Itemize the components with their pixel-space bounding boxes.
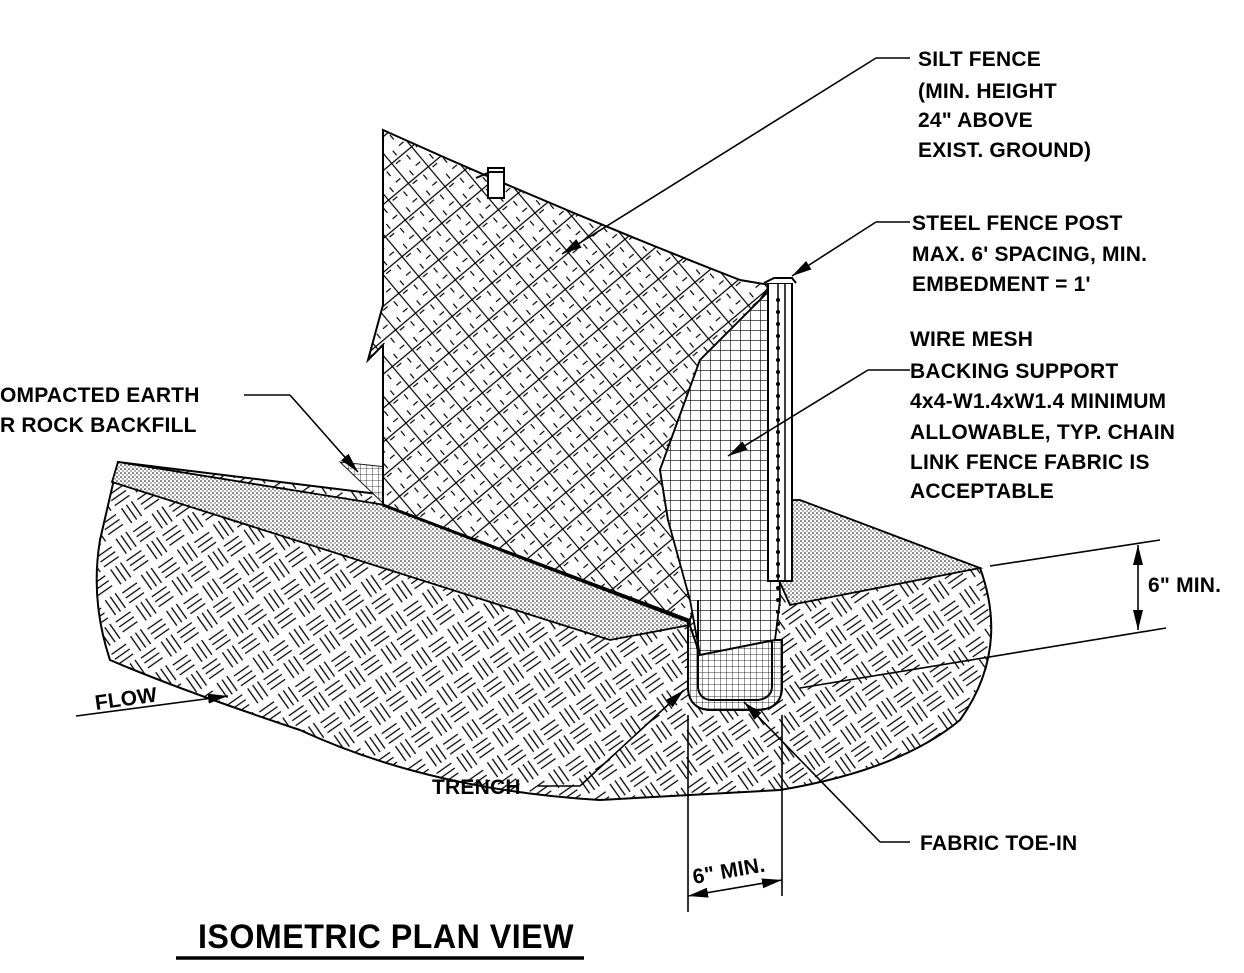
post-rivet-dot [776,622,780,626]
post-rivet-dot [776,382,780,386]
post-rivet-dot [776,322,780,326]
svg-text:ACCEPTABLE: ACCEPTABLE [910,480,1054,503]
post-rivet-dot [776,430,780,434]
label-silt-fence: SILT FENCE (MIN. HEIGHT 24" ABOVE EXIST.… [918,48,1091,162]
post-rivet-dot [776,394,780,398]
post-rivet-dot [776,610,780,614]
post-rivet-dot [776,310,780,314]
svg-text:ALLOWABLE, TYP. CHAIN: ALLOWABLE, TYP. CHAIN [910,421,1175,444]
post-rivet-dot [776,370,780,374]
post-rivet-dot [776,334,780,338]
label-flow: FLOW [93,683,158,714]
svg-text:LINK FENCE FABRIC IS: LINK FENCE FABRIC IS [910,451,1150,474]
post-rivet-dot [776,358,780,362]
svg-text:OMPACTED EARTH: OMPACTED EARTH [0,384,200,407]
label-steel-post: STEEL FENCE POST MAX. 6' SPACING, MIN. E… [912,212,1147,296]
svg-text:24" ABOVE: 24" ABOVE [918,109,1033,132]
post-rivet-dot [776,514,780,518]
steel-post-front [763,277,797,626]
svg-text:SILT FENCE: SILT FENCE [918,48,1041,71]
svg-text:EXIST. GROUND): EXIST. GROUND) [918,139,1091,162]
label-depth-dimension: 6" MIN. [1148,574,1221,597]
fence-base-line [382,503,691,624]
svg-text:(MIN. HEIGHT: (MIN. HEIGHT [918,80,1057,103]
post-rivet-dot [776,598,780,602]
wire-mesh [659,282,781,657]
post-rivet-dot [776,586,780,590]
label-trench: TRENCH [432,776,521,799]
label-wire-mesh: WIRE MESH BACKING SUPPORT 4x4-W1.4xW1.4 … [910,328,1175,503]
post-rivet-dot [776,466,780,470]
post-rivet-dot [776,298,780,302]
svg-text:MAX. 6' SPACING, MIN.: MAX. 6' SPACING, MIN. [912,243,1147,266]
post-rivet-dot [776,454,780,458]
drawing-title: ISOMETRIC PLAN VIEW [198,918,574,956]
label-backfill: OMPACTED EARTH R ROCK BACKFILL [0,384,200,437]
post-rivet-dot [776,418,780,422]
label-width-dimension: 6" MIN. [691,854,767,889]
svg-text:WIRE MESH: WIRE MESH [910,328,1033,351]
post-rivet-dot [776,478,780,482]
post-rivet-dot [776,406,780,410]
steel-post-back [475,167,505,199]
fabric-toe-in-line [697,600,773,701]
svg-text:STEEL FENCE POST: STEEL FENCE POST [912,212,1123,235]
svg-text:4x4-W1.4xW1.4 MINIMUM: 4x4-W1.4xW1.4 MINIMUM [910,390,1166,413]
post-rivet-dot [776,346,780,350]
post-rivet-dot [776,538,780,542]
post-rivet-dot [776,562,780,566]
post-rivet-dot [776,490,780,494]
post-rivet-dot [776,502,780,506]
svg-text:EMBEDMENT = 1': EMBEDMENT = 1' [912,273,1091,296]
label-fabric-toe-in: FABRIC TOE-IN [920,832,1077,855]
svg-text:BACKING SUPPORT: BACKING SUPPORT [910,360,1118,383]
post-rivet-dot [776,526,780,530]
post-rivet-dot [776,442,780,446]
svg-text:R ROCK BACKFILL: R ROCK BACKFILL [0,414,197,437]
post-rivet-dot [776,574,780,578]
post-rivet-dot [776,550,780,554]
